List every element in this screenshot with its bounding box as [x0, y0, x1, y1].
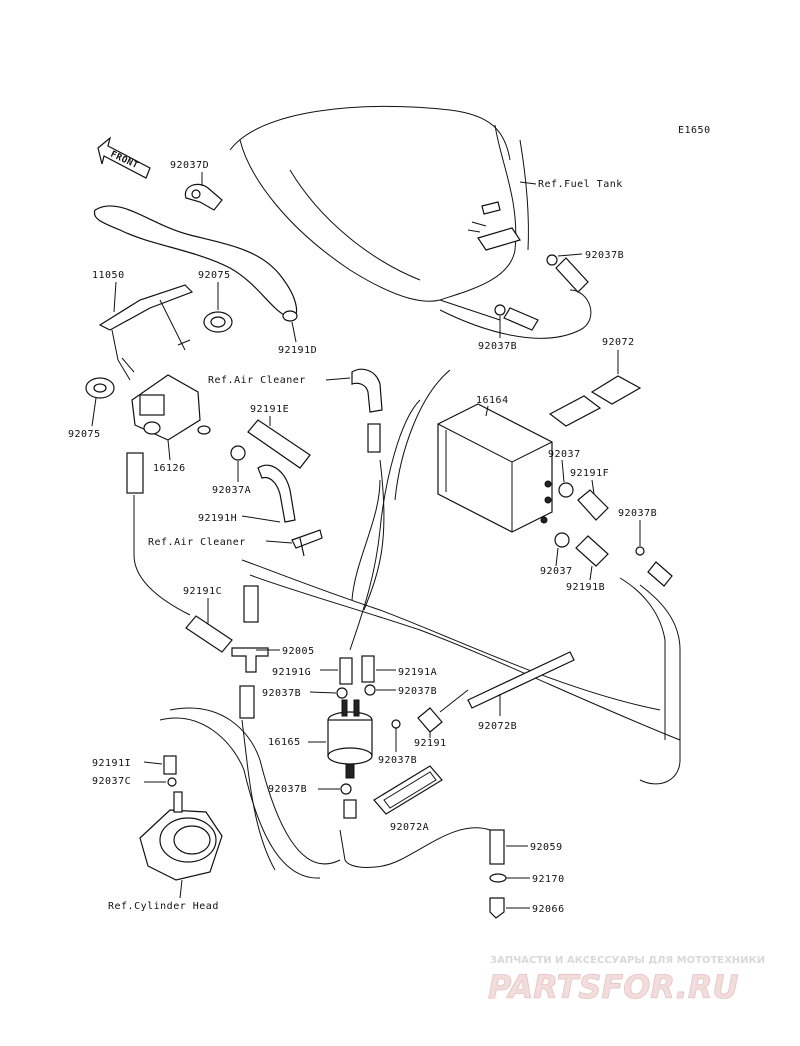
- ref-air-cleaner-2: Ref.Air Cleaner: [148, 537, 246, 548]
- hose-92191H: [257, 464, 296, 523]
- clip-92037B-right: [635, 546, 645, 556]
- part-92037B-right-label: 92037B: [618, 508, 657, 519]
- clip-92037B-l1: [336, 687, 348, 699]
- part-92191A-label: 92191A: [398, 667, 437, 678]
- hose-upper-center: [243, 585, 259, 623]
- hose-tank-short: [555, 257, 589, 293]
- valve-16126: [131, 374, 211, 441]
- hose-mid-short: [503, 307, 539, 331]
- part-16165-label: 16165: [268, 737, 301, 748]
- part-92037B-r1-label: 92037B: [398, 686, 437, 697]
- part-92005-label: 92005: [282, 646, 315, 657]
- part-92037D-label: 92037D: [170, 160, 209, 171]
- clip-92170: [489, 873, 507, 883]
- hose-92191D: [93, 205, 298, 322]
- part-92075-left-label: 92075: [68, 429, 101, 440]
- part-92072B-label: 92072B: [478, 721, 517, 732]
- watermark-logo: PARTSFOR.RU: [488, 968, 738, 1006]
- bracket-11050: [98, 284, 194, 381]
- clip-92037B-tank: [546, 254, 558, 266]
- part-92037-bot-label: 92037: [540, 566, 573, 577]
- ref-fuel-tank: Ref.Fuel Tank: [538, 179, 623, 190]
- part-92037B-tank-label: 92037B: [585, 250, 624, 261]
- part-92191H-label: 92191H: [198, 513, 237, 524]
- hose-below-separator: [343, 799, 357, 819]
- part-92191C-label: 92191C: [183, 586, 222, 597]
- part-92072A-label: 92072A: [390, 822, 429, 833]
- part-92191-label: 92191: [414, 738, 447, 749]
- strap-92072B: [467, 651, 575, 709]
- part-92037B-l2-label: 92037B: [268, 784, 307, 795]
- watermark-top-text: ЗАПЧАСТИ И АКСЕССУАРЫ ДЛЯ МОТОТЕХНИКИ: [490, 955, 765, 966]
- hose-right-short: [647, 561, 673, 587]
- separator-16165: [327, 699, 373, 779]
- part-92037-top-label: 92037: [548, 449, 581, 460]
- part-92191F-label: 92191F: [570, 468, 609, 479]
- part-92059-label: 92059: [530, 842, 563, 853]
- grommet-92075-left: [85, 377, 115, 399]
- part-92191D-label: 92191D: [278, 345, 317, 356]
- ref-air-cleaner-1: Ref.Air Cleaner: [208, 375, 306, 386]
- part-92191E-label: 92191E: [250, 404, 289, 415]
- grommet-92075-top: [203, 311, 233, 333]
- fuel-tank-outline: [229, 105, 529, 321]
- elbow-hose: [351, 368, 383, 413]
- hose-92191A: [361, 655, 375, 683]
- clamp-92037D: [184, 183, 223, 211]
- cap-92066: [489, 897, 505, 919]
- front-label: FRONT: [109, 150, 140, 172]
- part-92066-label: 92066: [532, 904, 565, 915]
- hose-92191: [417, 707, 443, 733]
- hose-92191C: [185, 615, 233, 653]
- ref-cylinder-head: Ref.Cylinder Head: [108, 901, 219, 912]
- clip-92037B-l2: [340, 783, 352, 795]
- strap-92072A: [373, 765, 443, 815]
- part-92037A-label: 92037A: [212, 485, 251, 496]
- bracket-92072: [548, 375, 642, 427]
- part-92191I-label: 92191I: [92, 758, 131, 769]
- cylinder-head-intake: [139, 791, 223, 881]
- hose-92191E: [247, 419, 311, 469]
- part-92072-label: 92072: [602, 337, 635, 348]
- hose-left-vertical: [126, 452, 144, 494]
- clip-92037C: [167, 777, 177, 787]
- clamp-92037-bot: [554, 532, 570, 548]
- clip-92037B-r1: [364, 684, 376, 696]
- front-arrow-icon: FRONT: [97, 136, 151, 179]
- clamp-92037A: [230, 445, 246, 461]
- clip-92037B-r2: [391, 719, 401, 729]
- t-joint-92005: [231, 647, 269, 673]
- t-fitting: [291, 529, 323, 557]
- part-92191G-label: 92191G: [272, 667, 311, 678]
- hose-stub: [367, 423, 381, 453]
- part-92037C-label: 92037C: [92, 776, 131, 787]
- routing-lines: [133, 289, 681, 879]
- part-92037B-mid-label: 92037B: [478, 341, 517, 352]
- part-16126-label: 16126: [153, 463, 186, 474]
- hose-92191G: [339, 657, 353, 685]
- part-16164-label: 16164: [476, 395, 509, 406]
- diagram-code: E1650: [678, 125, 711, 136]
- hose-92191I: [163, 755, 177, 775]
- hose-92191B: [575, 535, 609, 567]
- hose-92059: [489, 829, 505, 865]
- part-92037B-l1-label: 92037B: [262, 688, 301, 699]
- canister-16164: [437, 403, 553, 533]
- part-11050-label: 11050: [92, 270, 125, 281]
- part-92075-top-label: 92075: [198, 270, 231, 281]
- part-92037B-r2-label: 92037B: [378, 755, 417, 766]
- part-92170-label: 92170: [532, 874, 565, 885]
- hose-lower-center: [239, 685, 255, 719]
- clip-92037B-mid: [494, 304, 506, 316]
- part-92191B-label: 92191B: [566, 582, 605, 593]
- hose-92191F: [577, 489, 609, 521]
- clamp-92037-top: [558, 482, 574, 498]
